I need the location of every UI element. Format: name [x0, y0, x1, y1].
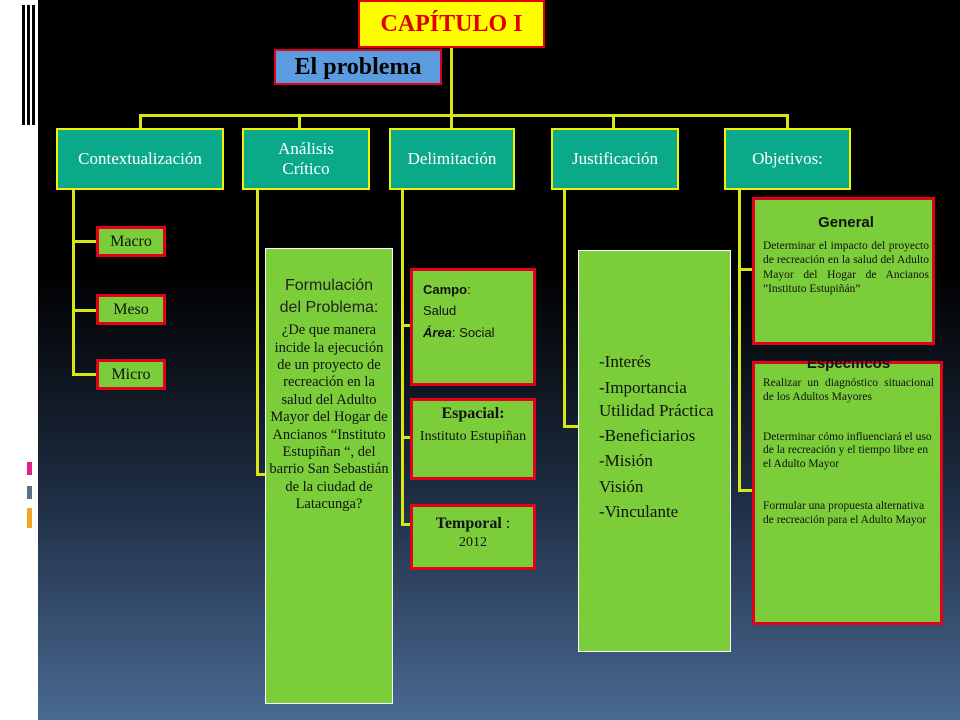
category-delimitacion: Delimitación [389, 128, 515, 190]
connector-justif [563, 425, 581, 428]
category-analisis-critico: Análisis Crítico [242, 128, 370, 190]
connector-analisis-vertical [256, 190, 259, 476]
problem-subtitle: El problema [274, 49, 442, 85]
left-margin-bar [0, 0, 38, 720]
general-text: Determinar el impacto del proyecto de re… [763, 240, 929, 296]
chapter-title: CAPÍTULO I [358, 0, 545, 48]
delimitacion-campo-box: Campo: Salud Área: Social [410, 268, 536, 386]
especifico-item: Formular una propuesta alternativa de re… [763, 499, 927, 526]
connector-meso [72, 309, 96, 312]
temporal-label: Temporal [435, 515, 502, 532]
justificacion-item: -Vinculante [599, 502, 679, 522]
connector-micro [72, 373, 96, 376]
especifico-item: Determinar cómo influenciará el uso de l… [763, 430, 932, 471]
temporal-value: 2012 [459, 535, 487, 550]
formulacion-question: ¿De que manera incide la ejecución de un… [269, 322, 389, 513]
campo-label: Campo [423, 282, 468, 297]
connector-delim-vertical [401, 190, 404, 526]
context-item-meso: Meso [96, 294, 166, 325]
connector-especificos [738, 489, 752, 492]
connector-drop-5 [786, 114, 789, 130]
espacial-label: Espacial: [441, 405, 505, 422]
category-objetivos: Objetivos: [724, 128, 851, 190]
connector-trunk [450, 48, 453, 114]
connector-justif-vertical [563, 190, 566, 428]
context-item-micro: Micro [96, 359, 166, 390]
general-heading: General [818, 214, 874, 231]
justificacion-item: -Importancia [599, 377, 687, 397]
context-item-macro: Macro [96, 226, 166, 257]
delimitacion-espacial-box: Espacial: Instituto Estupiñan [410, 398, 536, 480]
category-justificacion: Justificación [551, 128, 679, 190]
connector-general [738, 268, 752, 271]
objetivo-general-box: General Determinar el impacto del proyec… [752, 197, 935, 345]
espacial-value: Instituto Estupiñan [419, 429, 527, 444]
objetivos-especificos-box: Específicos Realizar un diagnóstico situ… [752, 356, 943, 625]
connector-obj-vertical [738, 190, 741, 492]
connector-drop-4 [612, 114, 615, 130]
especificos-heading: Específicos [806, 355, 891, 372]
connector-campo [401, 324, 411, 327]
justificacion-box: -Interés -Importancia Utilidad Práctica … [578, 250, 731, 652]
decorative-stripes [22, 5, 35, 528]
connector-espacial [401, 436, 411, 439]
justificacion-item: Visión [599, 476, 644, 496]
connector-macro [72, 240, 96, 243]
area-label: Área [423, 324, 452, 340]
formulacion-box: Formulación del Problema: ¿De que manera… [265, 248, 393, 704]
connector-context-vertical [72, 190, 75, 376]
connector-drop-3 [450, 114, 453, 130]
connector-top-bar [139, 114, 789, 117]
campo-value: Salud [423, 303, 457, 319]
justificacion-item: -Beneficiarios [599, 425, 696, 445]
especifico-item: Realizar un diagnóstico situacional de l… [763, 377, 934, 403]
area-value: Social [459, 324, 495, 340]
category-contextualizacion: Contextualización [56, 128, 224, 190]
justificacion-item: Utilidad Práctica [599, 401, 714, 420]
justificacion-item: -Misión [599, 451, 653, 471]
connector-temporal [401, 523, 411, 526]
delimitacion-temporal-box: Temporal : 2012 [410, 504, 536, 570]
connector-drop-2 [298, 114, 301, 130]
justificacion-item: -Interés [599, 352, 651, 371]
formulacion-heading: Formulación del Problema: [279, 277, 379, 316]
connector-formulacion [256, 473, 268, 476]
connector-drop-1 [139, 114, 142, 130]
